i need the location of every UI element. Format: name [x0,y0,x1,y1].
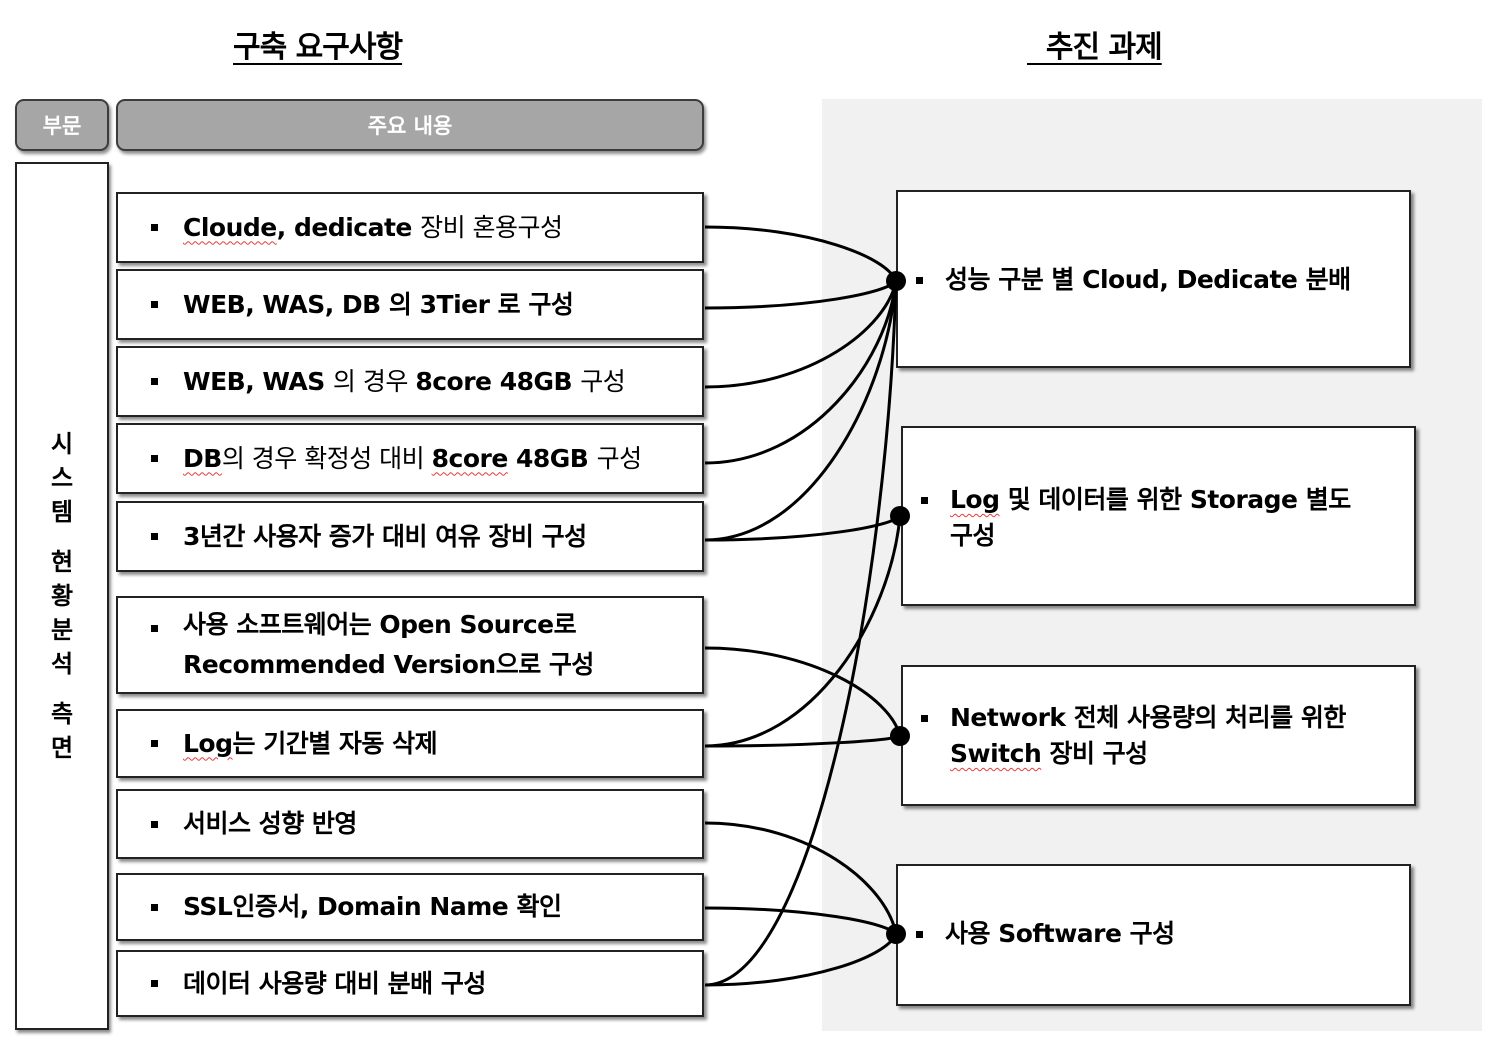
requirement-item: 서비스 성향 반영 [116,789,704,859]
bullet-icon [151,625,158,632]
bullet-icon [151,301,158,308]
requirement-text: 서비스 성향 반영 [183,805,357,843]
bullet-icon [916,931,923,938]
side-label-char: 스 [50,464,74,492]
requirement-item: DB의 경우 확정성 대비 8core 48GB 구성 [116,423,704,494]
text-run: Cloude [183,212,277,242]
task-row: 성능 구분 별 Cloud, Dedicate 분배 [916,262,1351,298]
text-run: 서비스 성향 반영 [183,809,357,838]
requirement-text: 3년간 사용자 증가 대비 여유 장비 구성 [183,518,587,556]
requirement-text: 데이터 사용량 대비 분배 구성 [183,965,486,1003]
task-row: Log 및 데이터를 위한 Storage 별도 구성 [921,482,1351,554]
requirement-text: Cloude, dedicate 장비 혼용구성 [183,209,563,247]
side-label-char: 분 [50,616,74,644]
section-header: 부문 [15,99,109,151]
bullet-icon [151,224,158,231]
bullet-icon [151,378,158,385]
side-label-char: 시 [50,430,74,458]
text-run: 구성 [580,366,626,396]
bullet-icon [921,715,928,722]
text-run: 장비 구성 [1041,739,1148,768]
text-run: , dedicate [276,212,421,242]
task-row: Network 전체 사용량의 처리를 위한 Switch 장비 구성 [921,700,1346,772]
task-text: Log 및 데이터를 위한 Storage 별도 구성 [950,482,1351,554]
requirement-item: WEB, WAS 의 경우 8core 48GB 구성 [116,346,704,417]
task-item: Log 및 데이터를 위한 Storage 별도 구성 [901,426,1416,606]
text-run: WEB, WAS, DB 의 3Tier 로 구성 [183,289,574,319]
bullet-icon [151,903,158,911]
bullet-icon [916,277,923,284]
text-run: 성능 구분 별 Cloud, Dedicate 분배 [945,265,1351,294]
bullet-icon [921,497,928,504]
task-text: Network 전체 사용량의 처리를 위한 Switch 장비 구성 [950,700,1346,772]
text-run: Log [950,485,1000,514]
text-run: 8core [431,443,509,473]
text-run: Log [183,728,233,758]
requirement-text: WEB, WAS 의 경우 8core 48GB 구성 [183,363,626,401]
text-run: Network 전체 사용량의 처리를 위한 [950,703,1346,732]
bullet-icon [151,820,158,828]
text-run: 는 기간별 자동 삭제 [232,728,438,758]
tasks-title: 추진 과제 [1027,30,1163,65]
text-run: 의 경우 [332,366,416,396]
bullet-icon [151,740,158,747]
requirement-text: 사용 소프트웨어는 Open Source로 Recommended Versi… [183,605,594,685]
text-run: 사용 Software 구성 [945,919,1175,948]
content-header: 주요 내용 [116,99,704,151]
requirement-text: WEB, WAS, DB 의 3Tier 로 구성 [183,286,574,324]
text-run: 의 경우 확정성 대비 [221,443,432,473]
requirement-item: 사용 소프트웨어는 Open Source로 Recommended Versi… [116,596,704,694]
text-run: SSL인증서, Domain Name 확인 [183,892,562,921]
task-item: 사용 Software 구성 [896,864,1411,1006]
side-label-char: 측 [50,700,74,728]
text-run: 및 데이터를 위한 Storage 별도 구성 [950,485,1351,550]
text-run: Switch [950,739,1042,768]
side-label-char: 석 [50,650,74,678]
bullet-icon [151,980,158,987]
task-row: 사용 Software 구성 [916,916,1175,952]
side-label-char: 면 [50,734,74,762]
requirement-item: 데이터 사용량 대비 분배 구성 [116,950,704,1017]
requirement-item: Log는 기간별 자동 삭제 [116,709,704,778]
requirement-item: WEB, WAS, DB 의 3Tier 로 구성 [116,269,704,340]
task-item: 성능 구분 별 Cloud, Dedicate 분배 [896,190,1411,368]
text-run: 데이터 사용량 대비 분배 구성 [183,968,486,998]
text-run: 3년간 사용자 증가 대비 여유 장비 구성 [183,521,587,551]
requirement-item: 3년간 사용자 증가 대비 여유 장비 구성 [116,501,704,572]
text-run: WEB, WAS [183,366,333,396]
requirement-text: Log는 기간별 자동 삭제 [183,725,438,763]
task-item: Network 전체 사용량의 처리를 위한 Switch 장비 구성 [901,665,1416,806]
side-label-char: 템 [50,498,74,526]
requirements-title: 구축 요구사항 [233,30,403,65]
text-run: 구성 [596,443,643,473]
bullet-icon [151,455,158,462]
text-run: 48GB [507,443,597,473]
text-run: 8core 48GB [415,366,581,396]
text-run: DB [183,443,222,473]
requirement-item: SSL인증서, Domain Name 확인 [116,873,704,941]
side-label-char: 황 [50,582,74,610]
text-run: 장비 혼용구성 [420,212,563,242]
side-label-char: 현 [50,548,74,576]
requirement-item: Cloude, dedicate 장비 혼용구성 [116,192,704,263]
requirement-text: DB의 경우 확정성 대비 8core 48GB 구성 [183,440,642,478]
task-text: 성능 구분 별 Cloud, Dedicate 분배 [945,262,1351,298]
bullet-icon [151,533,158,540]
requirement-text: SSL인증서, Domain Name 확인 [183,888,562,926]
task-text: 사용 Software 구성 [945,916,1175,952]
text-run: 사용 소프트웨어는 Open Source로 Recommended Versi… [183,610,594,679]
